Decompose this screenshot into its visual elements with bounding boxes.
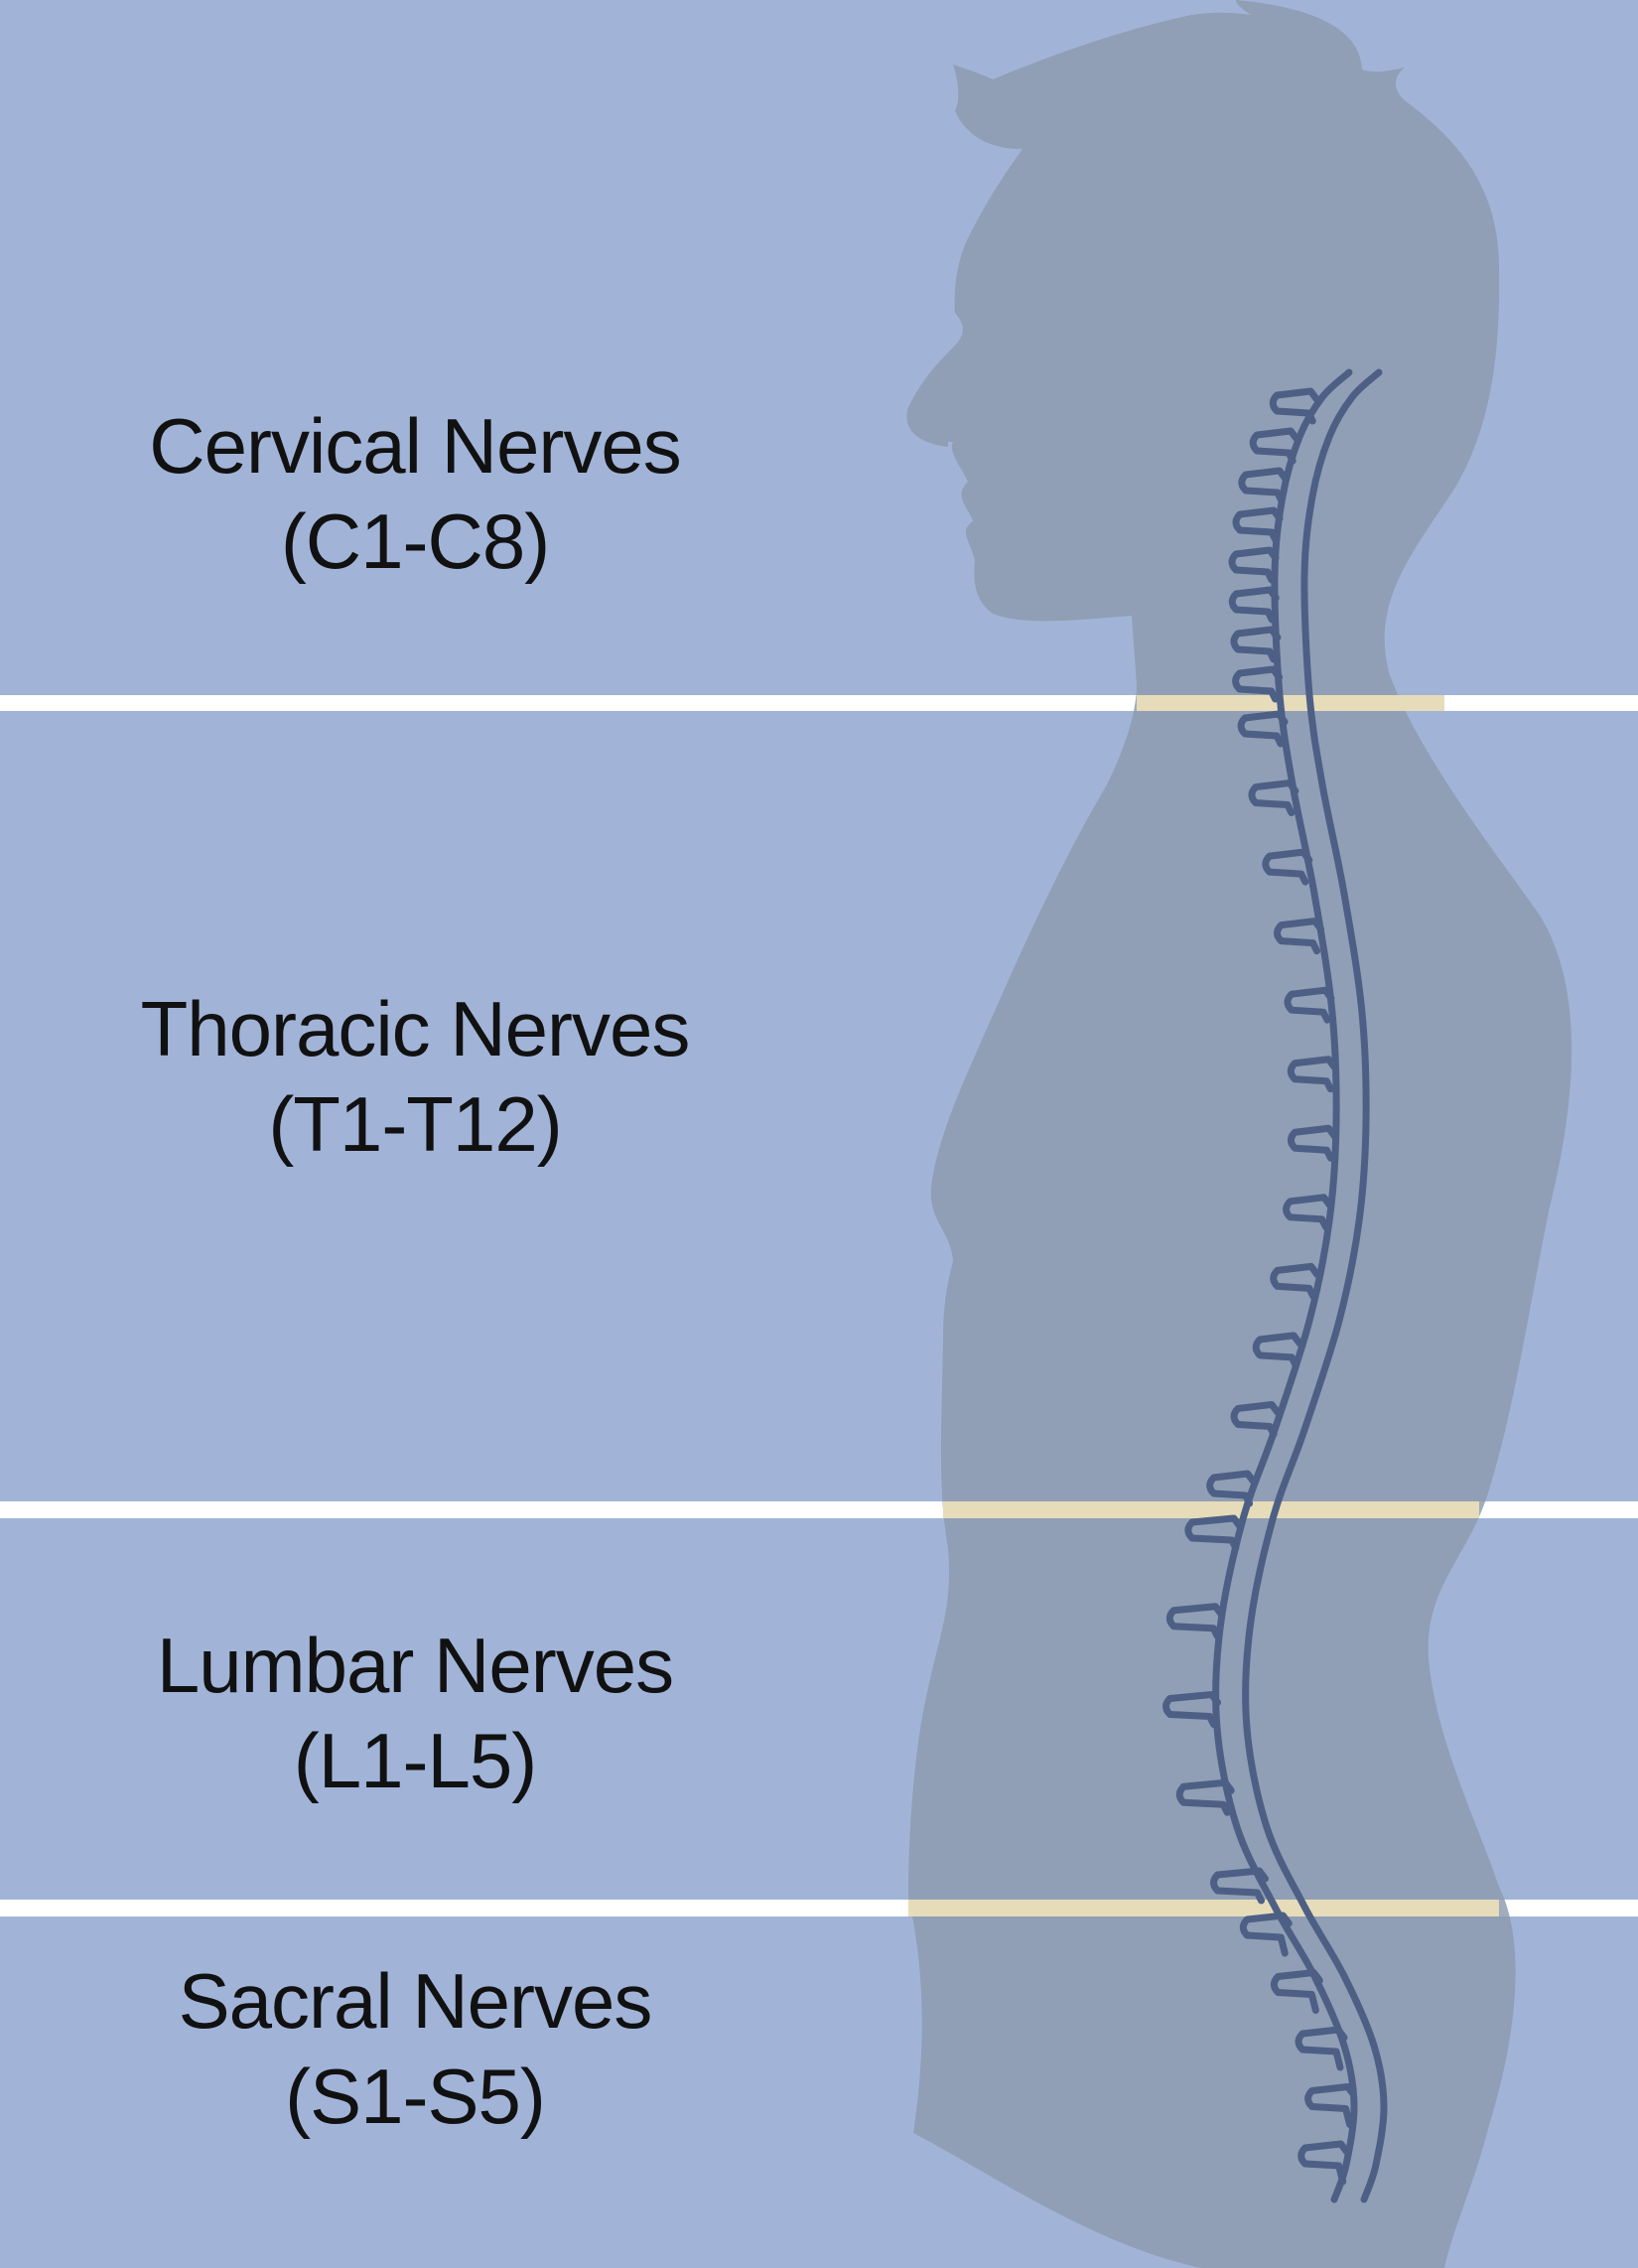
- vertebra-thoracic-11: [1230, 1400, 1282, 1438]
- vertebra-cervical-6: [1228, 586, 1280, 624]
- vertebra-thoracic-9: [1270, 1262, 1321, 1300]
- divider-highlight-2: [943, 1501, 1479, 1518]
- vertebra-thoracic-12: [1206, 1470, 1258, 1507]
- sacral-range: (S1-S5): [285, 2053, 546, 2140]
- sacral-name: Sacral Nerves: [178, 1957, 653, 2045]
- vertebra-lumbar-2: [1165, 1603, 1225, 1640]
- spinal-column: [1162, 368, 1388, 2203]
- vertebra-lumbar-4: [1175, 1778, 1235, 1816]
- vertebra-cervical-8: [1232, 665, 1284, 703]
- divider-highlight-1: [1137, 695, 1444, 711]
- vertebra-cervical-3: [1238, 467, 1290, 504]
- vertebra-thoracic-1: [1237, 710, 1289, 748]
- cervical-range: (C1-C8): [280, 497, 550, 585]
- vertebra-sacral-4: [1304, 2083, 1358, 2128]
- vertebra-thoracic-7: [1287, 1124, 1338, 1162]
- region-label-lumbar: Lumbar Nerves (L1-L5): [0, 1618, 830, 1808]
- vertebra-sacral-3: [1295, 2026, 1348, 2071]
- lumbar-range: (L1-L5): [293, 1717, 537, 1804]
- spine-front-outline: [1212, 368, 1358, 2203]
- lumbar-name: Lumbar Nerves: [156, 1622, 674, 1709]
- vertebra-cervical-5: [1228, 546, 1280, 584]
- vertebra-sacral-1: [1239, 1912, 1293, 1957]
- cervical-name: Cervical Nerves: [149, 402, 681, 490]
- region-label-thoracic: Thoracic Nerves (T1-T12): [0, 981, 830, 1172]
- vertebra-thoracic-3: [1262, 848, 1313, 886]
- vertebra-lumbar-3: [1162, 1691, 1222, 1728]
- thoracic-range: (T1-T12): [268, 1080, 562, 1168]
- region-label-sacral: Sacral Nerves (S1-S5): [0, 1953, 830, 2144]
- vertebra-thoracic-2: [1248, 780, 1299, 817]
- vertebra-lumbar-1: [1184, 1514, 1244, 1552]
- vertebra-thoracic-5: [1284, 986, 1335, 1024]
- vertebra-cervical-2: [1249, 427, 1300, 465]
- vertebra-sacral-2: [1270, 1969, 1323, 2014]
- vertebra-thoracic-8: [1283, 1194, 1334, 1231]
- vertebra-lumbar-5: [1210, 1867, 1269, 1905]
- region-label-cervical: Cervical Nerves (C1-C8): [0, 398, 830, 589]
- vertebra-cervical-1: [1269, 387, 1320, 425]
- thoracic-name: Thoracic Nerves: [140, 985, 691, 1072]
- vertebra-thoracic-6: [1287, 1056, 1338, 1093]
- vertebra-thoracic-10: [1252, 1332, 1303, 1369]
- vertebra-cervical-4: [1232, 506, 1284, 544]
- vertebra-cervical-7: [1230, 626, 1282, 663]
- vertebra-thoracic-4: [1274, 918, 1325, 955]
- vertebra-sacral-5: [1297, 2140, 1351, 2186]
- body-silhouette: [906, 0, 1572, 2268]
- spine-back-outline: [1242, 368, 1388, 2203]
- divider-highlight-3: [908, 1900, 1499, 1916]
